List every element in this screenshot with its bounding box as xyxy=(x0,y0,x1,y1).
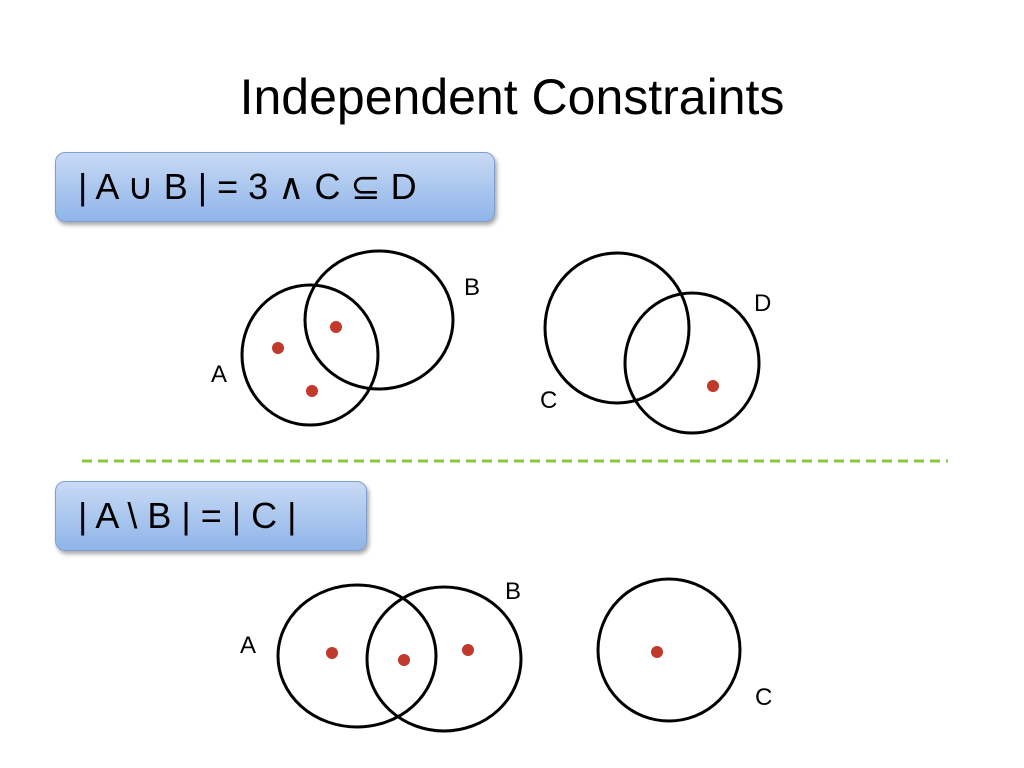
set-label-b: B xyxy=(464,274,480,301)
set-c-circle xyxy=(543,251,691,405)
set-b-circle xyxy=(365,585,523,733)
set-label-a: A xyxy=(211,361,227,388)
set-a-circle xyxy=(240,283,380,427)
set-label-c: C xyxy=(755,684,772,711)
element-point xyxy=(306,385,318,397)
element-point xyxy=(330,321,342,333)
venn-ab-bottom xyxy=(276,583,523,733)
venn-cd xyxy=(543,251,761,435)
constraint-formula-box: | A ∪ B | = 3 ∧ C ⊆ D xyxy=(55,152,495,222)
venn-ab-top xyxy=(240,249,455,427)
set-b-circle xyxy=(303,249,455,391)
element-point xyxy=(462,644,474,656)
set-label-a: A xyxy=(240,632,256,659)
set-label-d: D xyxy=(754,290,771,317)
element-point xyxy=(651,646,663,658)
set-d-circle xyxy=(623,291,761,435)
points-ab-top xyxy=(272,321,342,397)
element-point xyxy=(707,380,719,392)
set-label-b: B xyxy=(505,578,521,605)
element-point xyxy=(326,647,338,659)
element-point xyxy=(398,654,410,666)
constraint-formula-text: | A ∪ B | = 3 ∧ C ⊆ D xyxy=(78,166,417,207)
set-a-circle xyxy=(276,583,438,729)
set-c-circle xyxy=(596,577,742,723)
points-ab-bottom xyxy=(326,644,474,666)
constraint-formula-text: | A \ B | = | C | xyxy=(78,495,297,536)
set-label-c: C xyxy=(540,387,557,414)
element-point xyxy=(272,342,284,354)
constraint-formula-box: | A \ B | = | C | xyxy=(55,481,367,551)
slide-title: Independent Constraints xyxy=(239,69,785,125)
